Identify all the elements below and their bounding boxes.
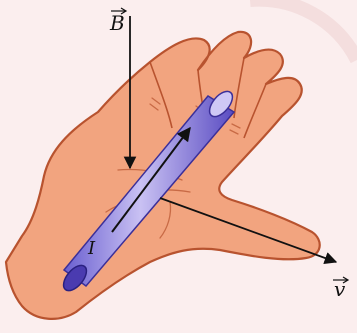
- magnetic-field-label: B: [109, 11, 125, 35]
- label-velocity: v: [333, 277, 348, 301]
- label-magnetic-field: B: [109, 8, 126, 35]
- current-label: I: [87, 238, 96, 259]
